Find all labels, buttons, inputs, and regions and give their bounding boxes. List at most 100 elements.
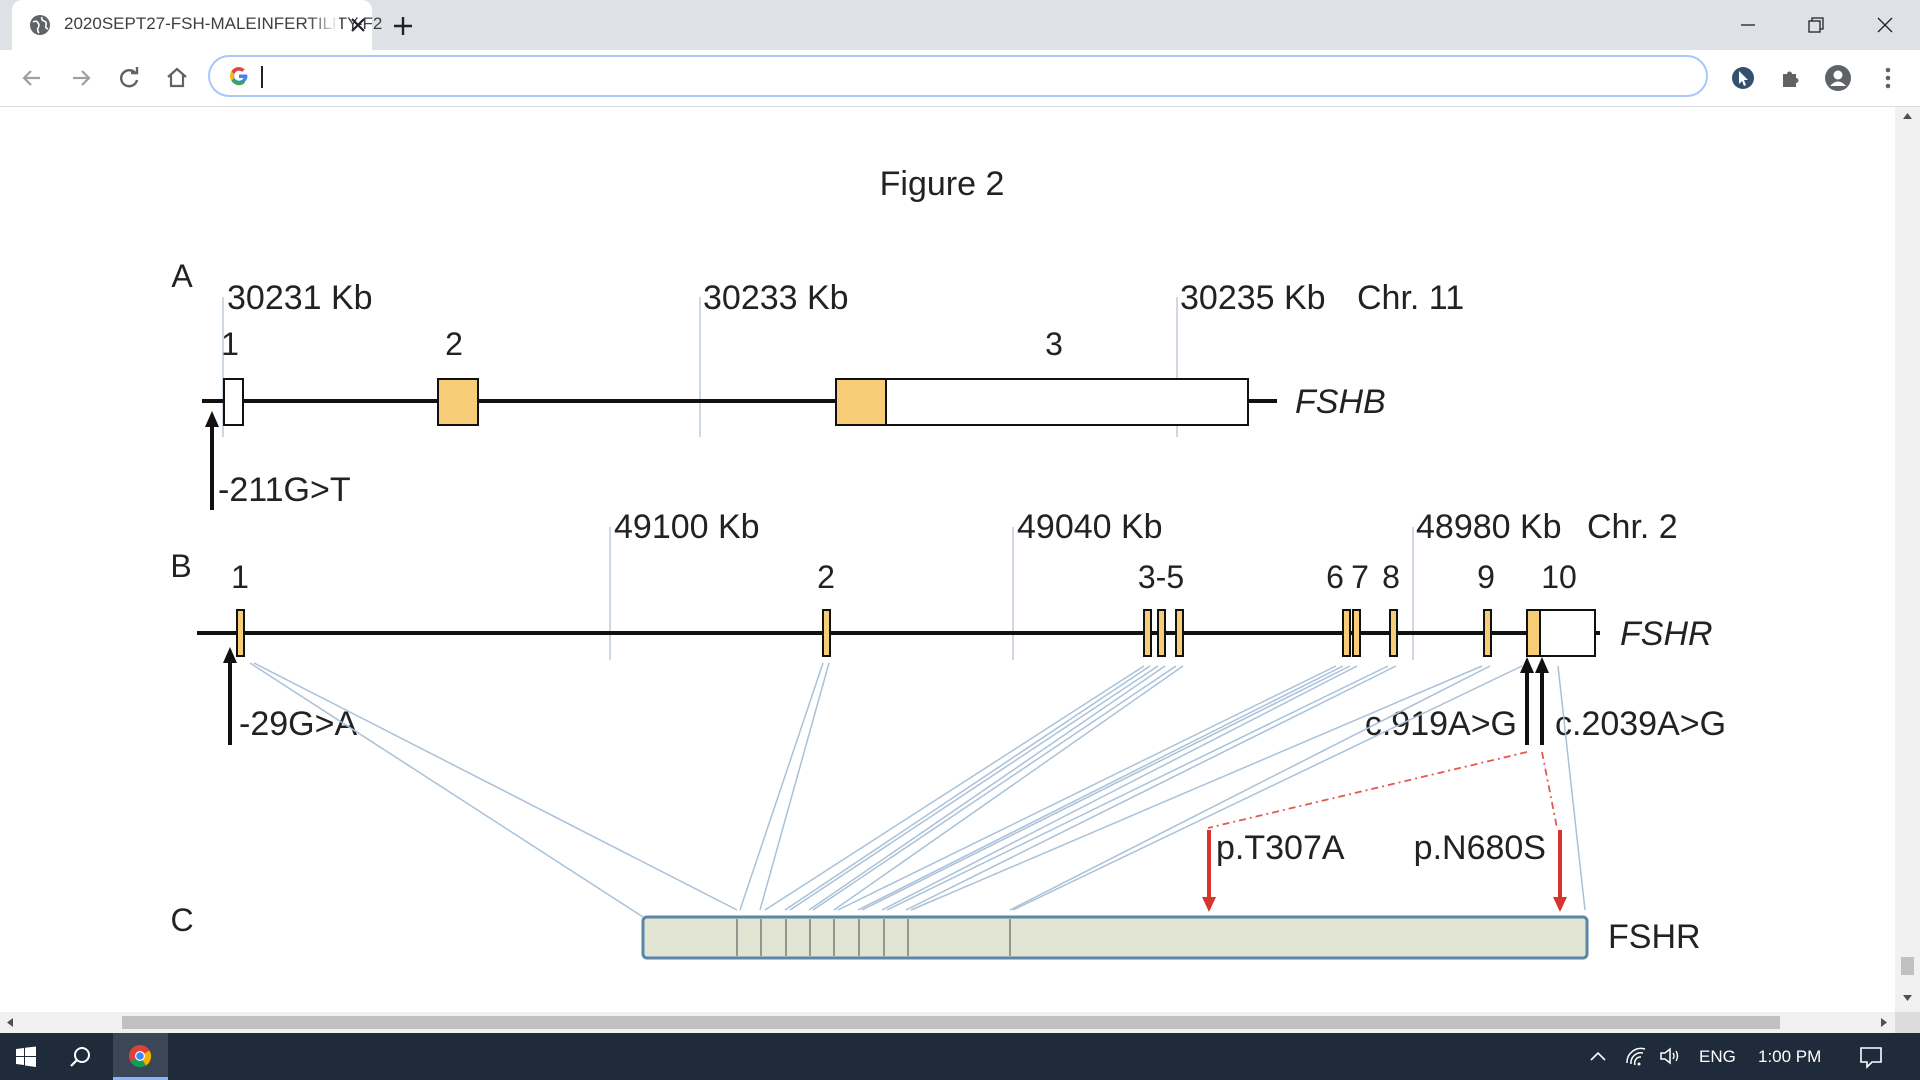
protein-domain-boundaries [736, 919, 1011, 956]
arrowhead-icon [223, 647, 237, 663]
figure-title: Figure 2 [880, 165, 1005, 203]
tab-strip: 2020SEPT27-FSH-MALEINFERTILITY-F2 [0, 0, 1920, 50]
fshr-exon-label: 7 [1351, 559, 1369, 595]
panel-b-scale-ticks [609, 527, 1414, 660]
protein-variant-label: p.T307A [1216, 829, 1345, 867]
fshr-exon-label: 2 [817, 559, 835, 595]
panel-b-scale-label: 48980 Kb [1416, 508, 1562, 546]
language-indicator[interactable]: ENG [1699, 1047, 1736, 1066]
scrollbar-corner [1895, 1012, 1920, 1033]
fshr-exon-label: 10 [1541, 559, 1577, 595]
speaker-icon[interactable] [1658, 1045, 1682, 1067]
arrowhead-icon [1535, 657, 1549, 673]
browser-toolbar [0, 50, 1920, 107]
horizontal-scroll-thumb[interactable] [122, 1016, 1780, 1029]
close-icon[interactable] [346, 13, 370, 37]
notification-icon[interactable] [1858, 1044, 1884, 1070]
fshb-gene-name: FSHB [1295, 383, 1386, 421]
panel-a-label: A [171, 258, 193, 294]
globe-icon [30, 15, 50, 35]
fshr-exon-4 [1157, 609, 1166, 657]
clock[interactable]: 1:00 PM [1758, 1047, 1822, 1066]
vertical-scroll-thumb[interactable] [1901, 957, 1914, 975]
back-arrow-icon[interactable] [18, 64, 46, 92]
fshr-protein-bar [641, 915, 1589, 960]
exon-domain-connectors [249, 662, 1586, 918]
windows-start-icon[interactable] [15, 1046, 37, 1068]
fshr-exon-label: 3-5 [1138, 559, 1184, 595]
arrowhead-icon [1553, 897, 1567, 912]
taskbar-chrome-button[interactable] [113, 1033, 168, 1080]
fshr-exon-label: 9 [1477, 559, 1495, 595]
forward-arrow-icon[interactable] [67, 64, 95, 92]
panel-a-scale-label: 30235 Kb [1180, 279, 1326, 317]
fshr-exon-8 [1389, 609, 1398, 657]
fshr-exon-9 [1483, 609, 1492, 657]
fshr-variant-label: c.2039A>G [1555, 705, 1726, 743]
fshr-exon-5 [1175, 609, 1184, 657]
fshr-exon-7 [1352, 609, 1361, 657]
vertical-scrollbar[interactable] [1895, 107, 1920, 1012]
fshr-exon-label: 1 [231, 559, 249, 595]
scroll-left-arrow-icon[interactable] [5, 1017, 15, 1028]
variant-mapping-lines [1207, 751, 1558, 829]
browser-tab[interactable]: 2020SEPT27-FSH-MALEINFERTILITY-F2 [12, 0, 383, 50]
panel-a-scale-label: 30231 Kb [227, 279, 373, 317]
fshr-exon-1 [236, 609, 245, 657]
fshr-exon-labels: 1 2 3-5 6 7 8 9 10 [231, 559, 1577, 595]
scroll-right-arrow-icon[interactable] [1879, 1017, 1889, 1028]
tab-title: 2020SEPT27-FSH-MALEINFERTILITY-F2 [64, 14, 383, 34]
fshr-exon-label: 8 [1382, 559, 1400, 595]
fshb-variant-label: -211G>T [218, 471, 351, 509]
panel-c-label: C [170, 902, 193, 938]
protein-variant-label: p.N680S [1414, 829, 1546, 867]
chevron-up-icon[interactable] [1589, 1048, 1607, 1064]
cursor-extension-icon[interactable] [1727, 62, 1759, 94]
google-g-icon [230, 67, 248, 86]
fshr-exon-3 [1143, 609, 1152, 657]
reload-icon[interactable] [115, 64, 143, 92]
address-bar[interactable] [208, 55, 1708, 97]
kebab-menu-icon[interactable] [1872, 62, 1904, 94]
home-icon[interactable] [163, 64, 191, 92]
restore-icon[interactable] [1801, 10, 1831, 40]
panel-a-scale-label: 30233 Kb [703, 279, 849, 317]
panel-b-chromosome: Chr. 2 [1587, 508, 1678, 546]
panel-b-scale-label: 49040 Kb [1017, 508, 1163, 546]
panel-b-scale-label: 49100 Kb [614, 508, 760, 546]
fshb-exon-3-coding [835, 378, 887, 426]
fshr-exon-10-utr [1539, 609, 1596, 657]
panel-a-chromosome: Chr. 11 [1357, 279, 1464, 317]
panel-b-label: B [170, 548, 191, 584]
close-icon[interactable] [1870, 10, 1900, 40]
fshb-exon-3-utr [885, 378, 1249, 426]
horizontal-scrollbar[interactable] [0, 1012, 1895, 1033]
puzzle-extensions-icon[interactable] [1775, 62, 1807, 94]
fshr-gene-name: FSHR [1620, 615, 1713, 653]
fshr-protein-name: FSHR [1608, 918, 1701, 956]
search-icon[interactable] [68, 1045, 92, 1069]
chrome-icon [129, 1045, 152, 1068]
scroll-down-arrow-icon[interactable] [1902, 993, 1913, 1003]
plus-icon[interactable] [390, 13, 416, 39]
profile-avatar-icon[interactable] [1822, 62, 1854, 94]
scroll-up-arrow-icon[interactable] [1902, 111, 1913, 121]
wifi-icon[interactable] [1624, 1045, 1648, 1067]
fshr-exon-2 [822, 609, 831, 657]
arrowhead-icon [1202, 897, 1216, 912]
windows-taskbar: ENG 1:00 PM [0, 1033, 1920, 1080]
fshr-exons [236, 609, 1541, 657]
minimize-icon[interactable] [1733, 10, 1763, 40]
fshr-variant-label: -29G>A [239, 705, 357, 743]
fshb-exon-1 [223, 378, 244, 426]
fshr-exon-6 [1342, 609, 1351, 657]
fshb-exon-label: 3 [1045, 326, 1063, 362]
fshr-exon-label: 6 [1326, 559, 1344, 595]
figure-2: Figure 2 A 30231 Kb 30233 Kb 30235 Kb Ch… [170, 165, 1726, 960]
fshb-exon-2 [437, 378, 479, 426]
fshr-variant-label: c.919A>G [1365, 705, 1517, 743]
arrowhead-icon [205, 411, 219, 427]
fshb-exon-label: 1 [221, 326, 239, 362]
arrowhead-icon [1520, 657, 1534, 673]
address-input[interactable] [260, 63, 1664, 91]
